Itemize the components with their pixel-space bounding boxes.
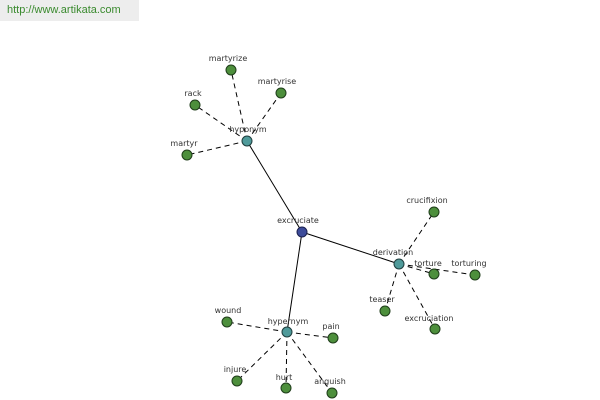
edge-excruciate-derivation — [301, 231, 400, 265]
site-url-link[interactable]: http://www.artikata.com — [7, 4, 121, 16]
label-martyrise[interactable]: martyrise — [258, 77, 297, 86]
label-anguish[interactable]: anguish — [314, 377, 346, 386]
site-url-banner: http://www.artikata.com — [0, 0, 139, 21]
node-torturing[interactable] — [469, 269, 481, 281]
label-torture[interactable]: torture — [414, 259, 442, 268]
label-hypernym[interactable]: hypernym — [268, 317, 309, 326]
node-injure[interactable] — [231, 375, 243, 387]
label-hyponym[interactable]: hyponym — [229, 125, 267, 134]
label-injure[interactable]: injure — [224, 365, 247, 374]
edge-hypernym-anguish — [286, 331, 333, 394]
node-rack[interactable] — [189, 99, 201, 111]
node-anguish[interactable] — [326, 387, 338, 399]
node-derivation[interactable] — [393, 258, 405, 270]
node-martyrize[interactable] — [225, 64, 237, 76]
node-wound[interactable] — [221, 316, 233, 328]
node-teaser[interactable] — [379, 305, 391, 317]
edge-hypernym-wound — [226, 321, 288, 333]
edge-hyponym-martyr — [186, 140, 248, 156]
edge-excruciate-hyponym — [246, 140, 303, 233]
edge-hyponym-martyrize — [230, 69, 248, 142]
label-excruciate[interactable]: excruciate — [277, 216, 319, 225]
label-martyr[interactable]: martyr — [170, 139, 198, 148]
label-martyrize[interactable]: martyrize — [209, 54, 248, 63]
node-hyponym[interactable] — [241, 135, 253, 147]
node-pain[interactable] — [327, 332, 339, 344]
edge-hyponym-martyrise — [246, 92, 282, 142]
edge-hypernym-pain — [286, 331, 334, 339]
label-excruciation[interactable]: excruciation — [405, 314, 454, 323]
node-crucifixion[interactable] — [428, 206, 440, 218]
label-torturing[interactable]: torturing — [451, 259, 486, 268]
node-martyrise[interactable] — [275, 87, 287, 99]
label-wound[interactable]: wound — [215, 306, 242, 315]
edge-derivation-torture — [398, 263, 435, 275]
graph-nodes — [181, 64, 481, 399]
edge-hypernym-hurt — [285, 331, 288, 389]
edge-derivation-excruciation — [398, 263, 436, 330]
node-excruciate[interactable] — [296, 226, 308, 238]
node-hypernym[interactable] — [281, 326, 293, 338]
edge-excruciate-hypernym — [286, 231, 303, 333]
node-torture[interactable] — [428, 268, 440, 280]
edge-hypernym-injure — [236, 331, 288, 382]
edge-hyponym-rack — [194, 104, 248, 142]
node-martyr[interactable] — [181, 149, 193, 161]
node-excruciation[interactable] — [429, 323, 441, 335]
edge-derivation-teaser — [384, 263, 400, 312]
node-hurt[interactable] — [280, 382, 292, 394]
label-rack[interactable]: rack — [184, 89, 202, 98]
graph-edges — [186, 69, 476, 394]
label-crucifixion[interactable]: crucifixion — [406, 196, 447, 205]
edge-derivation-crucifixion — [398, 211, 435, 265]
label-pain[interactable]: pain — [322, 322, 339, 331]
graph-labels: excruciate hyponym derivation hypernym m… — [170, 54, 486, 386]
label-derivation[interactable]: derivation — [373, 248, 413, 257]
label-hurt[interactable]: hurt — [276, 373, 293, 382]
label-teaser[interactable]: teaser — [369, 295, 395, 304]
